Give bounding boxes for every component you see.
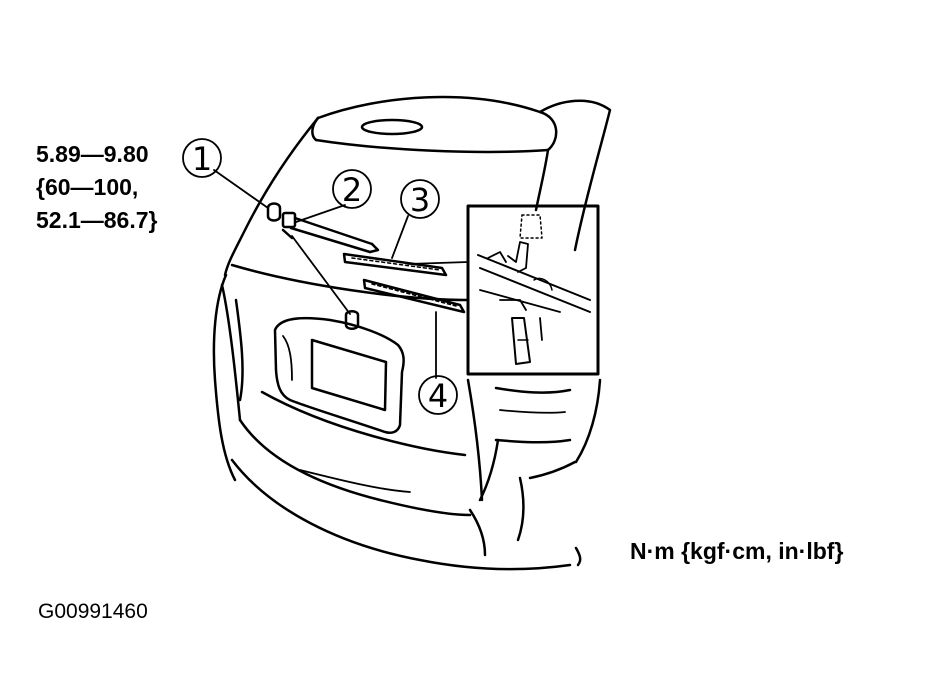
torque-unit-label: N·m {kgf·cm, in·lbf} xyxy=(630,538,844,564)
callout-2-label: 2 xyxy=(342,171,362,209)
callout-3: 3 xyxy=(400,179,440,219)
leader-lines xyxy=(213,169,469,379)
torque-spec: 5.89—9.80 {60—100, 52.1—86.7} xyxy=(36,138,157,237)
detail-inset xyxy=(466,204,600,376)
figure-id: G00991460 xyxy=(38,600,148,623)
wiper-rubber-part xyxy=(362,278,466,314)
wiper-arm-part xyxy=(281,211,380,254)
callout-4: 4 xyxy=(418,375,458,415)
torque-spec-line3: 52.1—86.7} xyxy=(36,207,158,233)
callout-4-label: 4 xyxy=(428,377,448,415)
callout-2: 2 xyxy=(332,169,372,209)
callout-1-label: 1 xyxy=(192,140,212,178)
wiper-blade-part xyxy=(342,252,448,277)
torque-spec-line2: {60—100, xyxy=(36,174,139,200)
torque-spec-line1: 5.89—9.80 xyxy=(36,141,149,167)
cap-nut-part xyxy=(266,202,360,330)
vehicle-rear-outline xyxy=(212,95,612,571)
callout-3-label: 3 xyxy=(410,181,430,219)
callout-1: 1 xyxy=(182,138,222,178)
